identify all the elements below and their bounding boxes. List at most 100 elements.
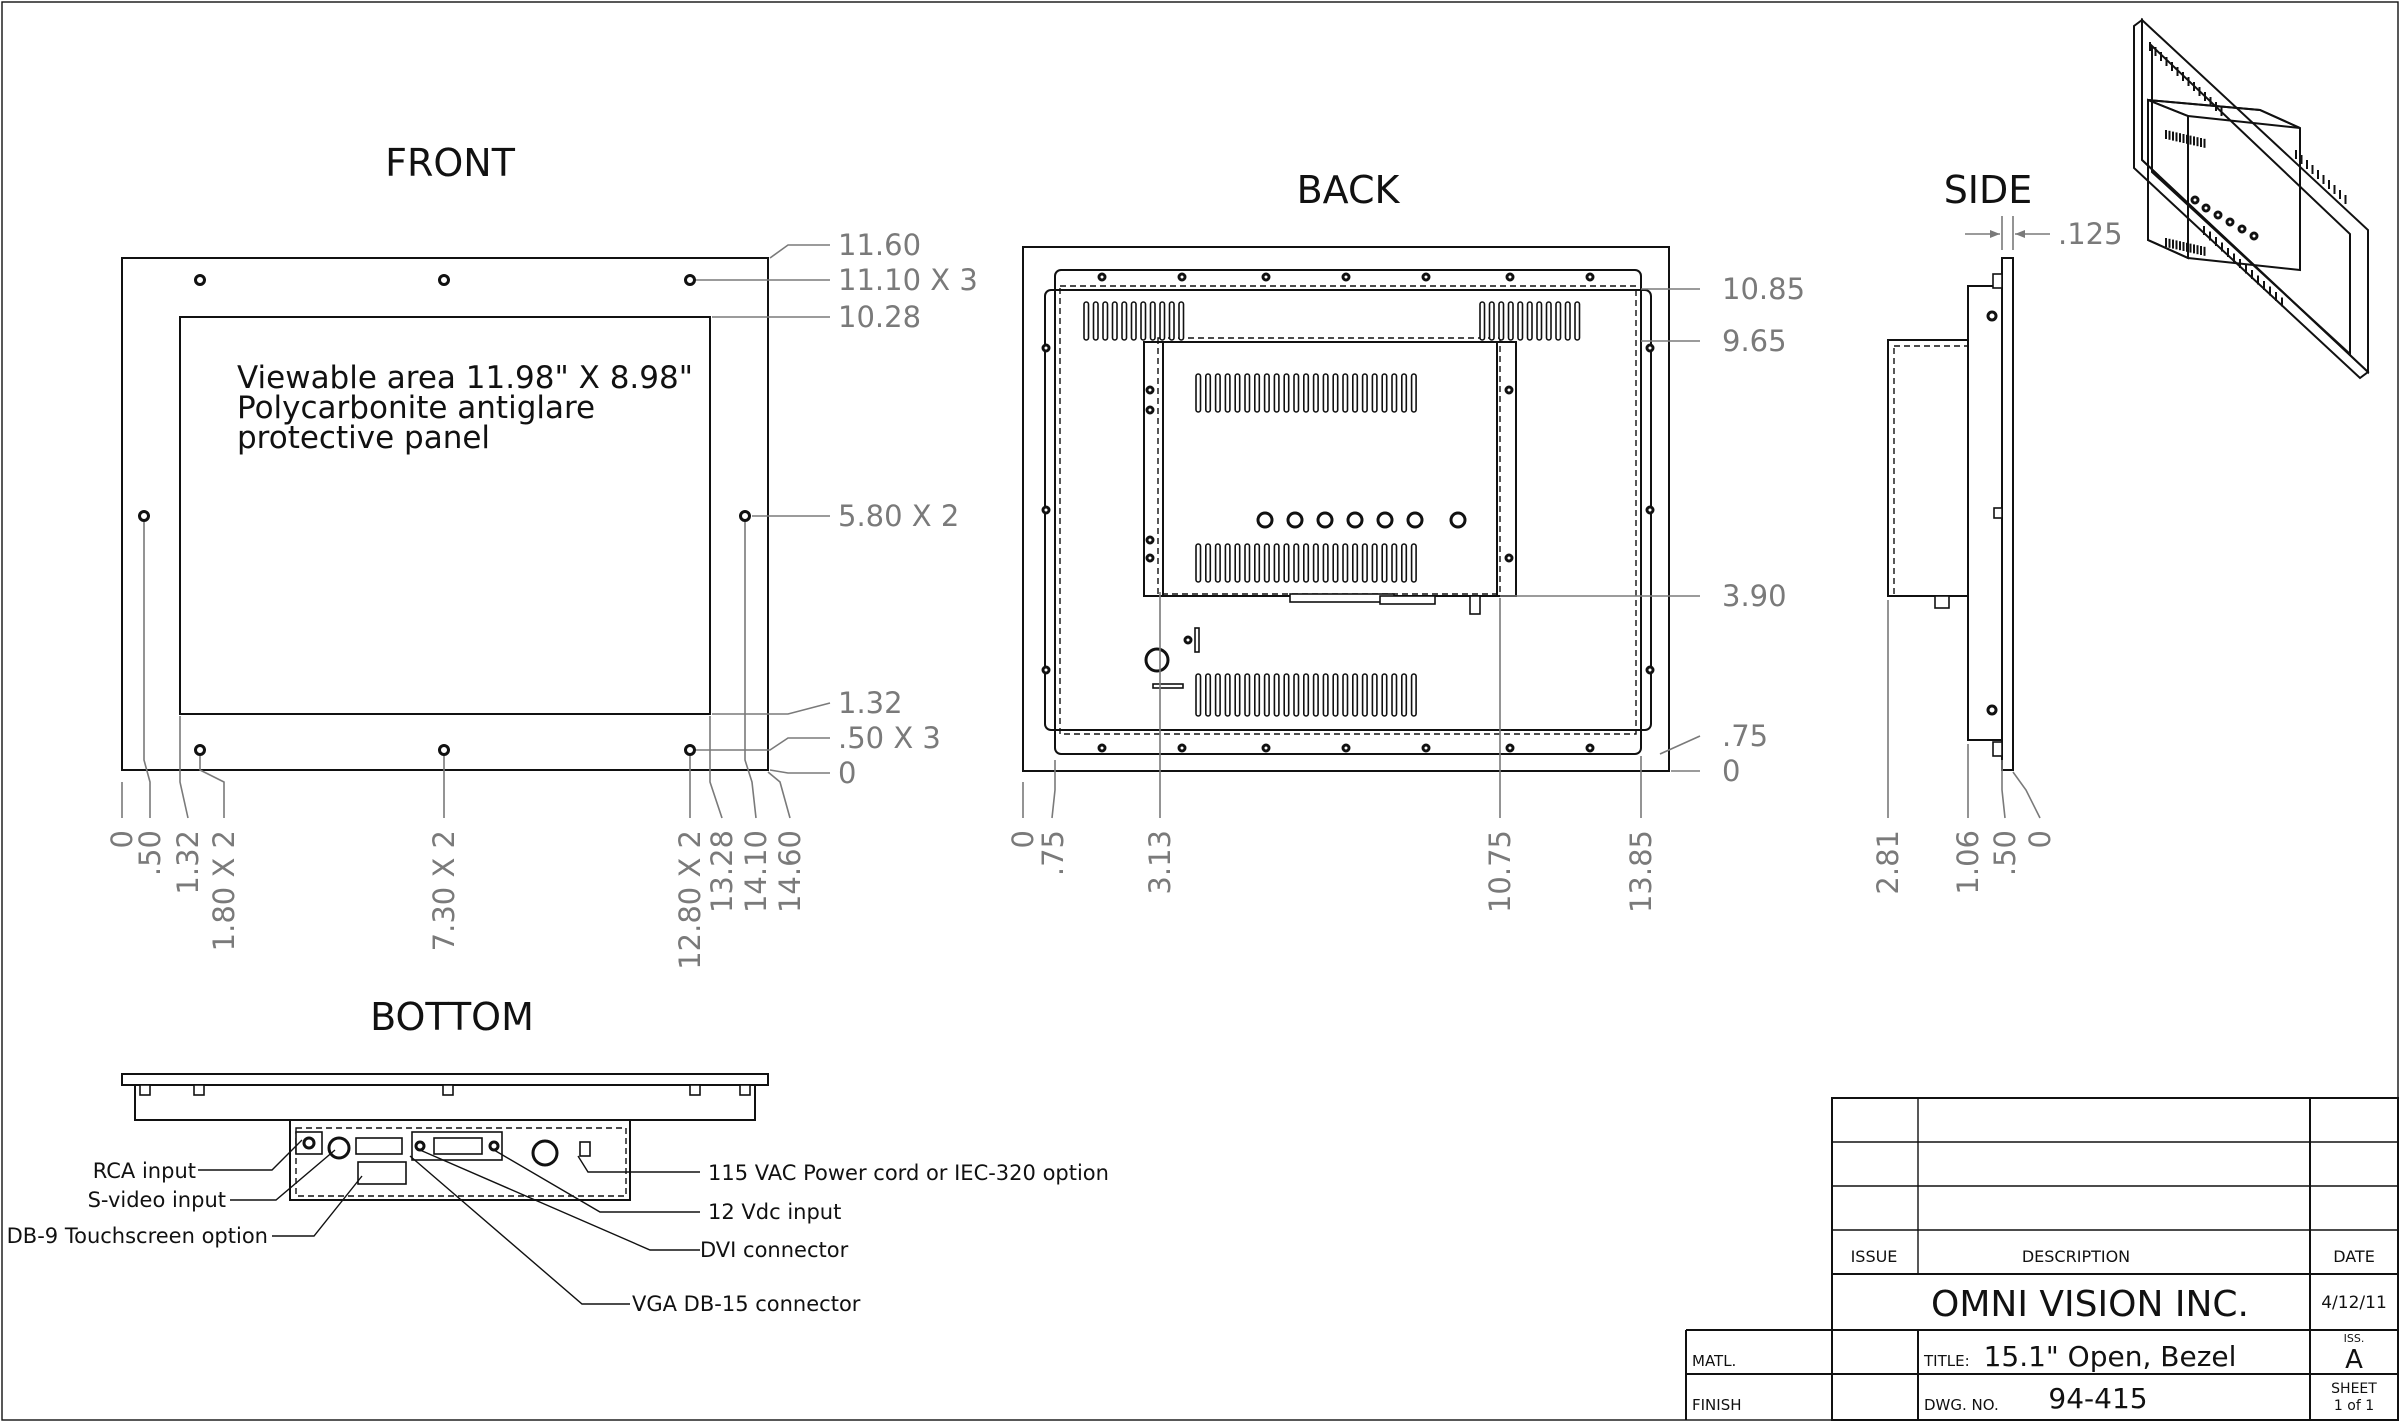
vent-slot bbox=[1195, 543, 1202, 583]
back-frame-dashed bbox=[1059, 285, 1637, 735]
tb-finish-label: FINISH bbox=[1692, 1396, 1742, 1414]
bottom-callout-leaders bbox=[198, 1139, 700, 1305]
vent-slot bbox=[1381, 373, 1388, 413]
vent-slot bbox=[1254, 543, 1261, 583]
svg-text:12.80 X 2: 12.80 X 2 bbox=[673, 830, 707, 970]
vent-slot bbox=[1391, 373, 1398, 413]
tb-issue-label: ISSUE bbox=[1851, 1247, 1898, 1266]
vent-slot bbox=[1263, 373, 1270, 413]
svg-text:10.28: 10.28 bbox=[838, 300, 921, 334]
vent-slot bbox=[1332, 373, 1339, 413]
vent-slot bbox=[1205, 373, 1212, 413]
vent-slot bbox=[1121, 301, 1128, 341]
svg-text:1.06: 1.06 bbox=[1951, 830, 1985, 895]
svg-text:S-video input: S-video input bbox=[88, 1188, 226, 1212]
back-bezel bbox=[1022, 246, 1670, 772]
bottom-connectors bbox=[295, 1131, 591, 1185]
back-title: BACK bbox=[1297, 168, 1401, 212]
vent-slot bbox=[1102, 301, 1109, 341]
vent-slot bbox=[1498, 301, 1505, 341]
vent-slot bbox=[1361, 543, 1368, 583]
vent-slot bbox=[1263, 543, 1270, 583]
svg-text:12 Vdc input: 12 Vdc input bbox=[708, 1200, 841, 1224]
vent-slot bbox=[1322, 543, 1329, 583]
vent-slot bbox=[1149, 301, 1156, 341]
vent-slot bbox=[1342, 543, 1349, 583]
svg-text:0: 0 bbox=[105, 830, 139, 848]
svg-text:.50: .50 bbox=[1988, 830, 2022, 876]
vent-slot bbox=[1507, 301, 1514, 341]
bottom-callouts-right: 115 VAC Power cord or IEC-320 option 12 … bbox=[632, 1161, 1109, 1316]
vent-slot bbox=[1371, 673, 1378, 717]
svg-text:11.10 X 3: 11.10 X 3 bbox=[838, 263, 978, 297]
front-mount-holes bbox=[138, 274, 751, 756]
back-frame bbox=[1054, 269, 1642, 755]
bottom-view: BOTTOM bbox=[7, 995, 1109, 1316]
svg-text:5.80 X 2: 5.80 X 2 bbox=[838, 499, 959, 533]
vent-slot bbox=[1092, 301, 1099, 341]
vent-slot bbox=[1381, 543, 1388, 583]
vent-slot bbox=[1352, 673, 1359, 717]
side-box bbox=[1887, 339, 1969, 597]
vent-slot bbox=[1214, 673, 1221, 717]
vent-slot bbox=[1303, 543, 1310, 583]
vent-slot bbox=[1195, 373, 1202, 413]
svg-text:DB-9 Touchscreen option: DB-9 Touchscreen option bbox=[7, 1224, 268, 1248]
vent-slot bbox=[1234, 543, 1241, 583]
tb-date-label: DATE bbox=[2333, 1247, 2375, 1266]
back-bottom-leaders bbox=[1022, 592, 1642, 819]
vent-slot bbox=[1273, 543, 1280, 583]
svg-text:Viewable area 11.98" X 8.98": Viewable area 11.98" X 8.98" bbox=[237, 360, 693, 396]
tb-iss-label: ISS. bbox=[2344, 1332, 2365, 1345]
vent-slot bbox=[1303, 373, 1310, 413]
vent-slot bbox=[1214, 373, 1221, 413]
vent-slot bbox=[1574, 301, 1581, 341]
svg-text:0: 0 bbox=[1006, 830, 1040, 848]
vent-slot bbox=[1564, 301, 1571, 341]
vent-slot bbox=[1254, 373, 1261, 413]
vent-slot bbox=[1332, 673, 1339, 717]
back-controller-box bbox=[1162, 341, 1498, 597]
tb-description-label: DESCRIPTION bbox=[2022, 1247, 2130, 1266]
vent-slot bbox=[1410, 373, 1417, 413]
iso-vents bbox=[2149, 42, 2347, 307]
front-view: FRONT Viewable area 11.98" X 8.98" Polyc… bbox=[105, 141, 978, 970]
vent-slot bbox=[1401, 543, 1408, 583]
back-bottom-dims: 0 .75 3.13 10.75 13.85 bbox=[1006, 830, 1658, 913]
back-right-leaders bbox=[1500, 288, 1701, 772]
vent-slot bbox=[1401, 673, 1408, 717]
bottom-bezel bbox=[121, 1073, 769, 1086]
svg-text:13.28: 13.28 bbox=[705, 830, 739, 913]
svg-text:1.32: 1.32 bbox=[171, 830, 205, 895]
tb-title-label: TITLE: bbox=[1923, 1352, 1970, 1370]
vent-slot bbox=[1214, 543, 1221, 583]
vent-slot bbox=[1234, 373, 1241, 413]
vent-slot bbox=[1352, 543, 1359, 583]
vent-slot bbox=[1361, 673, 1368, 717]
svg-text:10.75: 10.75 bbox=[1483, 830, 1517, 913]
back-frame-holes bbox=[1041, 272, 1655, 753]
front-note: Viewable area 11.98" X 8.98" Polycarboni… bbox=[237, 360, 693, 456]
side-view: SIDE .125 2.81 1. bbox=[1871, 168, 2123, 895]
vent-slot bbox=[1111, 301, 1118, 341]
vent-slot bbox=[1224, 543, 1231, 583]
svg-text:0: 0 bbox=[2023, 830, 2057, 848]
side-box-dashed bbox=[1893, 345, 1969, 597]
tb-sheet-label: SHEET bbox=[2331, 1381, 2377, 1397]
vent-slot bbox=[1391, 673, 1398, 717]
vent-slot bbox=[1234, 673, 1241, 717]
vent-slot bbox=[1391, 543, 1398, 583]
svg-text:protective panel: protective panel bbox=[237, 420, 490, 456]
vent-slot bbox=[1168, 301, 1175, 341]
vent-slot bbox=[1159, 301, 1166, 341]
vent-slot bbox=[1352, 373, 1359, 413]
svg-text:0: 0 bbox=[1722, 754, 1740, 788]
vent-slot bbox=[1545, 301, 1552, 341]
vent-slot bbox=[1140, 301, 1147, 341]
svg-text:10.85: 10.85 bbox=[1722, 272, 1805, 306]
tb-title-value: 15.1" Open, Bezel bbox=[1984, 1340, 2237, 1373]
svg-text:13.85: 13.85 bbox=[1624, 830, 1658, 913]
side-bottom-dims: 2.81 1.06 .50 0 bbox=[1871, 830, 2057, 895]
vent-slot bbox=[1303, 673, 1310, 717]
